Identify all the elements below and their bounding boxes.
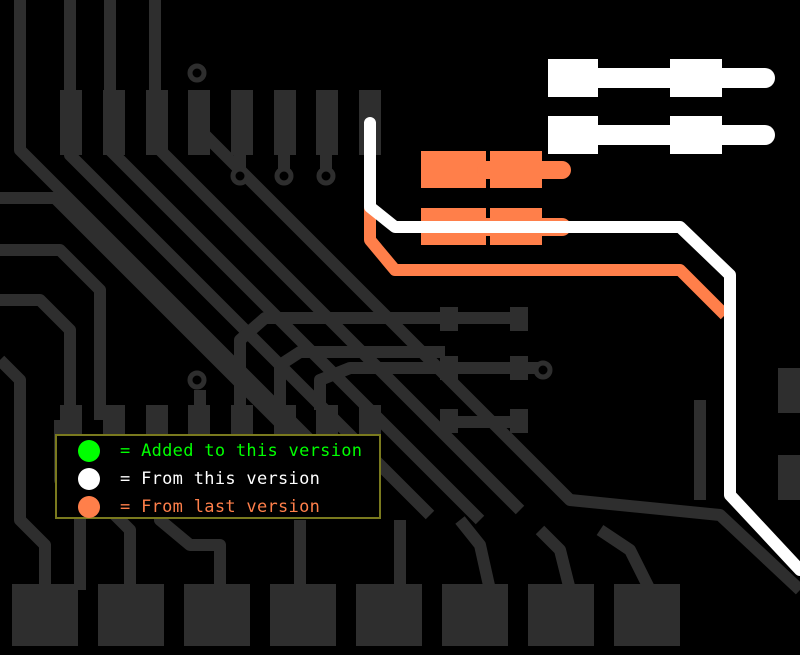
legend-label-this-version: = From this version	[120, 469, 321, 489]
legend: = Added to this version = From this vers…	[55, 434, 381, 519]
legend-label-added: = Added to this version	[120, 441, 363, 461]
middle-pads	[60, 307, 800, 500]
legend-label-last-version: = From last version	[120, 497, 321, 517]
legend-swatch-last-version	[78, 496, 100, 518]
legend-swatch-added	[78, 440, 100, 462]
this-version-traces	[364, 59, 800, 576]
legend-swatch-this-version	[78, 468, 100, 490]
bottom-pads	[12, 584, 680, 646]
legend-item-last-version: = From last version	[57, 495, 320, 519]
vias	[187, 63, 553, 390]
legend-item-added: = Added to this version	[57, 439, 362, 463]
legend-item-this-version: = From this version	[57, 467, 320, 491]
